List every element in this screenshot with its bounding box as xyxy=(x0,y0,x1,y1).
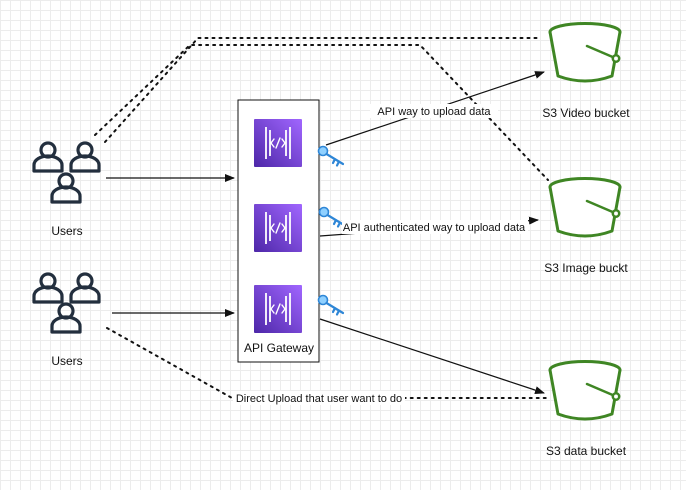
dotted-edge-users-to-image-via-top xyxy=(94,44,549,181)
dotted-edge-users-to-video xyxy=(104,37,541,143)
api-gateway-group[interactable]: API Gateway xyxy=(237,99,320,363)
edge-gateway-to-data xyxy=(319,318,545,394)
users-bottom-label: Users xyxy=(51,354,82,368)
user-icon xyxy=(32,272,64,304)
user-icon xyxy=(69,141,101,173)
edge-labels: API way to upload data API authenticated… xyxy=(233,104,528,405)
users-top-label: Users xyxy=(51,224,82,238)
s3-bucket-icon xyxy=(548,22,622,83)
user-icon xyxy=(50,172,82,204)
users-top-group[interactable]: Users xyxy=(32,141,101,238)
dotted-edge-direct-upload xyxy=(106,327,549,399)
gateway-label: API Gateway xyxy=(244,341,314,355)
user-icon xyxy=(50,302,82,334)
api-gateway-icon xyxy=(253,118,303,168)
edge-label-direct-upload: Direct Upload that user want to do xyxy=(236,393,402,405)
key-icon xyxy=(317,145,345,167)
user-icon xyxy=(69,272,101,304)
s3-image-bucket-label: S3 Image buckt xyxy=(544,261,628,275)
s3-video-bucket[interactable]: S3 Video bucket xyxy=(542,22,630,121)
s3-data-bucket-label: S3 data bucket xyxy=(546,444,627,458)
key-icon xyxy=(318,206,346,228)
api-gateway-icon xyxy=(253,203,303,253)
key-icon xyxy=(317,294,345,316)
api-gateway-icon xyxy=(253,284,303,334)
dotted-connectors xyxy=(94,37,549,399)
s3-bucket-icon xyxy=(548,360,622,421)
edge-label-api-upload: API way to upload data xyxy=(377,106,491,118)
s3-image-bucket[interactable]: S3 Image buckt xyxy=(544,177,628,276)
user-icon xyxy=(32,141,64,173)
edge-label-api-auth-upload: API authenticated way to upload data xyxy=(343,222,526,234)
users-bottom-group[interactable]: Users xyxy=(32,272,101,368)
s3-video-bucket-label: S3 Video bucket xyxy=(542,106,630,120)
s3-data-bucket[interactable]: S3 data bucket xyxy=(546,360,627,459)
s3-bucket-icon xyxy=(548,177,622,238)
